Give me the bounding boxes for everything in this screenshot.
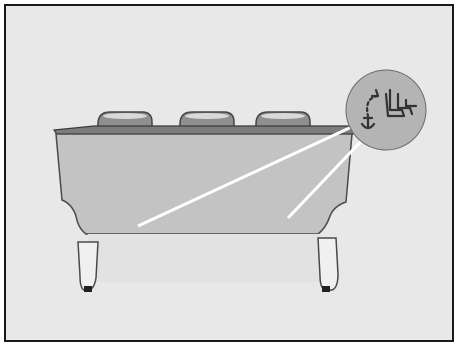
headrest-center <box>179 111 235 129</box>
seat-leg-right-foot <box>322 286 330 292</box>
seat-illustration <box>52 69 427 292</box>
callout-circle <box>345 69 427 151</box>
headrest-right <box>255 111 311 129</box>
child-seat-anchor-icon <box>360 88 418 130</box>
seat-lower-section <box>88 234 320 282</box>
headrest-left <box>97 111 153 129</box>
seat-leg-left <box>77 241 99 291</box>
illustration-frame <box>4 4 454 342</box>
seat-leg-left-foot <box>84 286 92 292</box>
leader-line-left <box>137 122 359 228</box>
seat-leg-right <box>317 237 339 291</box>
leader-line-right <box>286 132 370 220</box>
